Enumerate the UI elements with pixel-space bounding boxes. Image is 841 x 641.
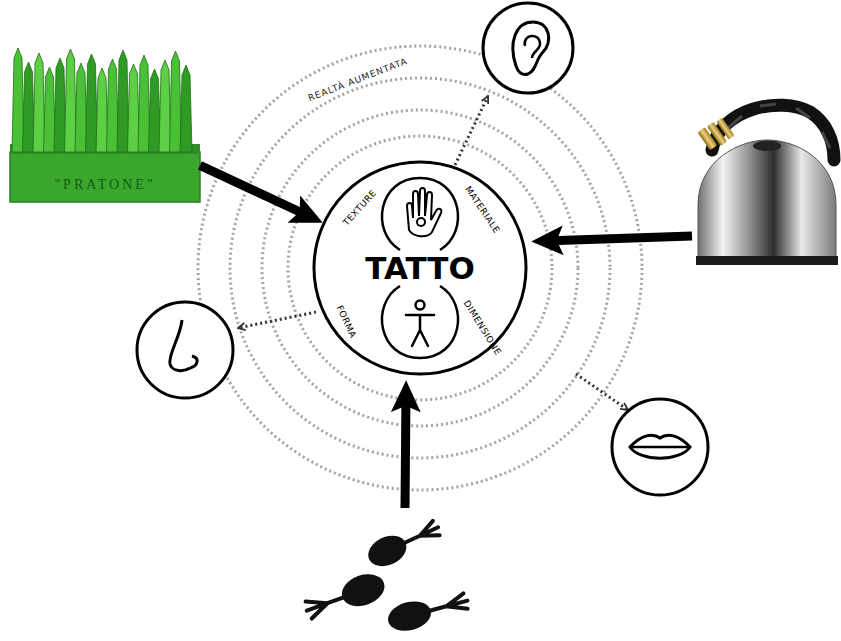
dotted-arrow-part [238, 312, 316, 328]
lips-icon [612, 399, 708, 495]
ear-icon [483, 3, 573, 93]
nose-icon-part [190, 356, 197, 368]
ear-icon-part [483, 3, 573, 93]
lobe-outline [382, 178, 458, 250]
dotted-arrow-part [455, 96, 488, 165]
person-icon-part [416, 301, 425, 310]
hand-icon [407, 188, 441, 236]
kettle-illustration-part [753, 141, 781, 151]
lobe-outline [382, 286, 458, 358]
dotted-ring-part [288, 136, 552, 400]
hand-icon-part [407, 188, 441, 236]
dotted-ring-part [262, 110, 578, 426]
spoon-illustration-part [427, 593, 470, 619]
nose-icon-part [170, 320, 190, 371]
grass-blade [54, 58, 66, 152]
person-icon-part [406, 315, 434, 346]
lips-icon-part [630, 435, 690, 458]
grass-blade [159, 60, 171, 152]
grass-blade [138, 55, 150, 152]
ring-label: REALTÀ AUMENTATA [307, 57, 409, 103]
node-title: "PRATONE" [54, 178, 155, 192]
node-title: TATTO [365, 253, 475, 284]
kettle-illustration-part [698, 140, 836, 262]
product-node: "PRATONE" [10, 40, 200, 202]
kettle-illustration-part [716, 118, 734, 140]
grass-blade [149, 69, 161, 152]
nose-icon-part [137, 302, 233, 398]
nose-icon [137, 302, 233, 398]
grass-blade [170, 51, 182, 152]
grass-blade [33, 53, 45, 152]
ear-icon-part [525, 36, 540, 58]
lips-icon-part [612, 399, 708, 495]
hand-icon-part [417, 218, 425, 226]
spoon-illustration-part [304, 589, 348, 620]
grass-blade [65, 49, 77, 152]
grass-blade [128, 64, 140, 152]
lips-icon-part [632, 446, 688, 449]
solid-arrow-part [544, 236, 692, 241]
dotted-ring-part [230, 78, 610, 458]
dotted-arrow [238, 96, 628, 410]
influence-arrow [200, 165, 311, 217]
ear-icon-part [513, 22, 549, 75]
grass-blade [23, 62, 35, 152]
pratone-base [10, 152, 200, 202]
spoon-illustration-part [385, 597, 435, 635]
grass-blade [96, 68, 108, 152]
spoon-illustration-part [302, 569, 389, 625]
spoon-illustration-part [363, 515, 444, 572]
dotted-ring-part [198, 46, 642, 490]
grass-blade [180, 65, 192, 152]
spoon-illustration [302, 515, 471, 636]
sense-circle: TATTOTEXTUREMATERIALEDIMENSIONEFORMA [312, 160, 528, 376]
dotted-ring [198, 46, 642, 490]
dotted-arrow-part [576, 374, 628, 410]
grass-blade [86, 54, 98, 152]
kettle-illustration-part [696, 256, 838, 265]
grass-blade [44, 67, 56, 152]
person-icon [406, 301, 434, 347]
grass-blade [75, 63, 87, 152]
spoon-illustration-part [385, 587, 471, 635]
grass-blade [117, 50, 129, 152]
grass-blade [107, 59, 119, 152]
grass-blade [12, 48, 24, 152]
spoon-illustration-part [363, 530, 411, 572]
circle-outline [314, 162, 526, 374]
spoon-illustration-part [337, 569, 389, 612]
solid-arrow-part [405, 393, 406, 508]
spoon-illustration-part [400, 520, 441, 551]
kettle-illustration [696, 104, 838, 265]
